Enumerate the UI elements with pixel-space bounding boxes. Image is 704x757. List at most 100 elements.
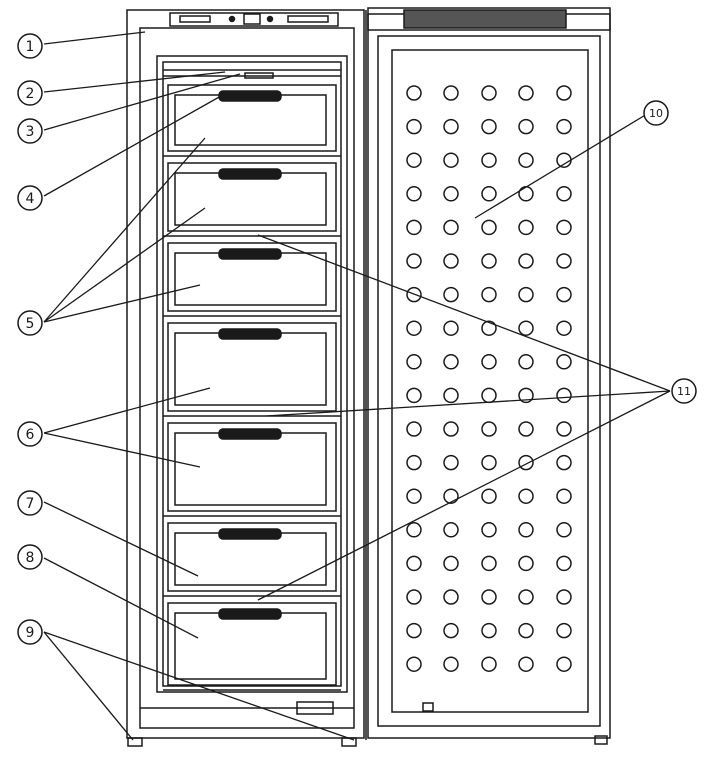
door-dimple: [481, 522, 497, 538]
control-knob-right: [266, 15, 274, 23]
drawer-frame: [167, 422, 337, 512]
door-dimple: [443, 522, 459, 538]
door-dimple: [481, 589, 497, 605]
leader-9a: [43, 631, 134, 741]
door-dimple: [406, 286, 422, 303]
door-dimple: [556, 387, 572, 404]
door-dimple: [556, 286, 572, 303]
door-dimple: [518, 387, 534, 404]
leader-6a: [43, 387, 211, 434]
door-dimple: [481, 488, 497, 504]
callout-1: 1: [17, 33, 43, 59]
callout-9-circle: [17, 619, 43, 645]
door-dimple: [406, 555, 422, 572]
callout-7: 7: [17, 490, 43, 516]
door-dimple: [518, 219, 534, 236]
door-dimple: [518, 622, 534, 639]
control-panel-bar: [169, 12, 339, 27]
leader-3: [43, 73, 241, 131]
door-dimple: [443, 622, 459, 639]
door-top-cap: [367, 7, 611, 31]
drawer-handle: [218, 248, 282, 260]
door-dimple: [556, 421, 572, 437]
drawer-5: [163, 422, 341, 517]
control-knob-center: [243, 13, 261, 25]
door-dimple: [443, 488, 459, 504]
callout-4: 4: [17, 185, 43, 211]
door-dimple-grid: [406, 85, 572, 672]
door-dimple: [556, 656, 572, 672]
control-panel-indicator: [287, 15, 329, 23]
leader-5c: [43, 284, 201, 323]
callout-6-label: 6: [26, 427, 35, 443]
door-dimple: [556, 488, 572, 504]
door-dimple: [406, 85, 422, 101]
control-panel: [169, 12, 339, 27]
door-dimple: [518, 286, 534, 303]
door-dimple: [518, 454, 534, 471]
door-dimple: [556, 118, 572, 135]
door-dimple: [406, 589, 422, 605]
callout-2-label: 2: [26, 86, 35, 102]
door-dimple: [406, 454, 422, 471]
drawer-front: [174, 432, 327, 506]
interior-inner-liner: [162, 61, 342, 687]
drawer-frame: [167, 522, 337, 592]
drawer-frame: [167, 84, 337, 152]
door-dimple: [481, 219, 497, 236]
leader-7: [43, 501, 199, 577]
leader-4: [43, 91, 229, 197]
drawer-handle: [218, 328, 282, 340]
cabinet: [126, 9, 365, 739]
door-dimple: [481, 85, 497, 101]
door-inner-frame: [377, 35, 601, 727]
interior-compartment: [156, 55, 348, 693]
drawer-6: [163, 522, 341, 597]
callout-7-circle: [17, 490, 43, 516]
callout-10: 10: [643, 100, 669, 126]
door-dimple: [406, 656, 422, 672]
door-dimple: [518, 85, 534, 101]
door-dimple: [406, 522, 422, 538]
door-dimple: [556, 454, 572, 471]
drawer-handle: [218, 608, 282, 620]
drawer-front: [174, 332, 327, 406]
leader-6b: [43, 432, 201, 468]
callout-4-circle: [17, 185, 43, 211]
leader-5a: [43, 137, 206, 323]
callout-3: 3: [17, 118, 43, 144]
door-dimple: [556, 253, 572, 269]
door-dimple: [556, 555, 572, 572]
door-dimple: [443, 286, 459, 303]
door-dimple: [481, 656, 497, 672]
drawer-handle: [218, 90, 282, 102]
door-dimple: [481, 286, 497, 303]
callout-5-circle: [17, 310, 43, 336]
door-dimple: [481, 421, 497, 437]
door-dimple: [406, 421, 422, 437]
top-flap-latch: [244, 72, 274, 79]
door-dimple: [406, 320, 422, 336]
callout-9-label: 9: [26, 625, 35, 641]
door-dimple: [556, 622, 572, 639]
callout-6: 6: [17, 421, 43, 447]
door-dimple: [481, 118, 497, 135]
drawer-front: [174, 172, 327, 226]
door-dimple: [556, 85, 572, 101]
leader-1: [43, 31, 146, 45]
top-flap: [163, 69, 341, 79]
leader-lines: [43, 31, 671, 741]
callout-11-circle: [671, 378, 697, 404]
drawer-frame: [167, 322, 337, 412]
drawer-frame: [167, 162, 337, 232]
door-dimple: [518, 118, 534, 135]
door-dimple: [443, 354, 459, 370]
callout-8-circle: [17, 544, 43, 570]
door-dimple: [481, 253, 497, 269]
drawer-handle: [218, 168, 282, 180]
drawer-frame: [167, 602, 337, 686]
door-seal-latch: [422, 702, 434, 712]
leader-10: [474, 113, 648, 219]
leader-2: [43, 71, 226, 93]
